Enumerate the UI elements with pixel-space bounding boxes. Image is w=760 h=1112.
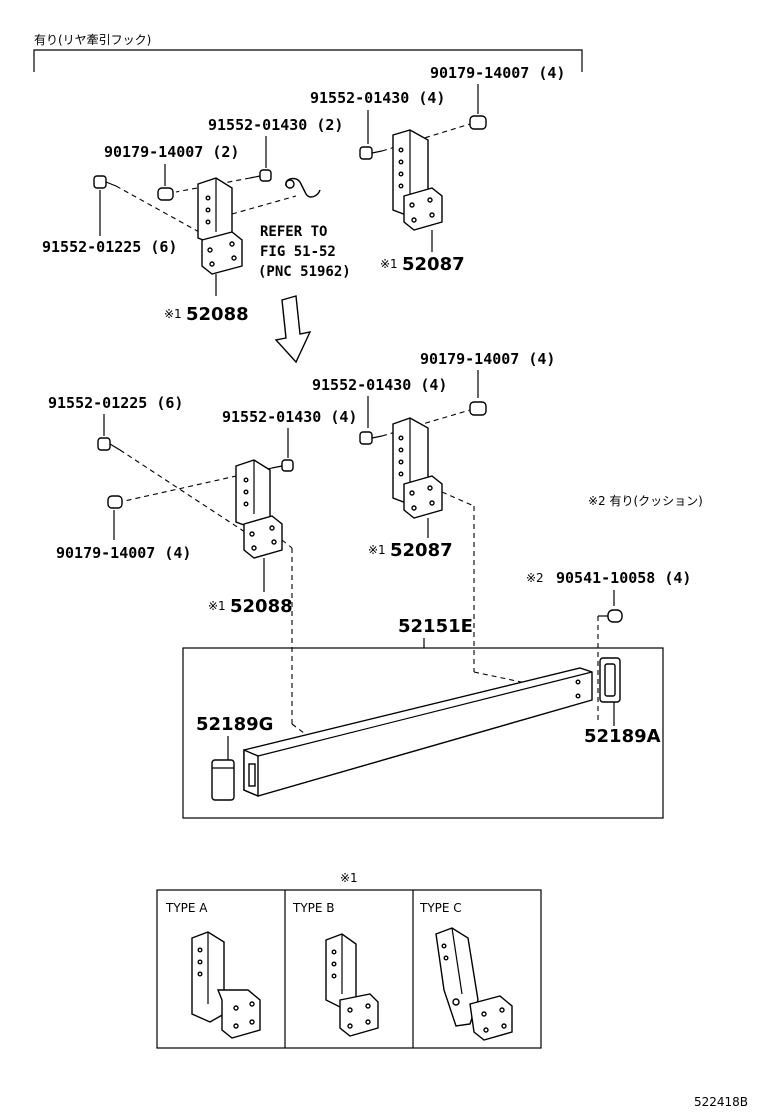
refer-line3: (PNC 51962) [258, 264, 351, 280]
nut-icon [469, 401, 487, 416]
lower-bolt-left-label: 91552-01225 (6) [48, 394, 183, 412]
type-c-bracket [435, 927, 513, 1041]
bolt-icon [97, 437, 121, 451]
bolt-icon [359, 146, 383, 160]
cushion-left-label: 52189G [196, 714, 273, 735]
cushion-note: ※2 有り(クッション) [588, 494, 703, 508]
reinforcement-label: 52151E [398, 616, 473, 637]
bracket-52087-lower [392, 417, 443, 519]
lower-nut-right-label: 90179-14007 (4) [420, 350, 555, 368]
bracket-52087-upper [392, 129, 443, 231]
bolt-icon [359, 431, 383, 445]
header-bracket [33, 49, 583, 72]
upper-nut-right-label: 90179-14007 (4) [430, 64, 565, 82]
bolt-icon [249, 169, 272, 182]
reinforcement-frame [182, 647, 664, 819]
lower-bracket-right-mark: ※1 [368, 543, 386, 557]
types-frame [156, 889, 542, 1049]
screw-mark: ※2 [526, 571, 544, 585]
nut-icon [157, 187, 174, 201]
lower-bracket-left-mark: ※1 [208, 599, 226, 613]
rear-bumper-reinforcement [243, 667, 593, 798]
lower-bolt-mid-label: 91552-01430 (4) [222, 408, 357, 426]
nut-icon [107, 495, 123, 509]
lower-nut-left-label: 90179-14007 (4) [56, 544, 191, 562]
tow-hook-icon [285, 177, 321, 198]
bolt-icon [271, 459, 294, 472]
bolt-icon [93, 175, 117, 189]
cushion-right-icon [599, 657, 621, 703]
type-b-label: TYPE B [292, 901, 335, 915]
upper-bracket-right-num: 52087 [402, 254, 465, 275]
header-note: 有り(リヤ牽引フック) [34, 32, 151, 47]
arrow-down-icon [274, 295, 312, 364]
figure-id: 522418B [694, 1095, 748, 1109]
upper-bracket-left-num: 52088 [186, 304, 249, 325]
cushion-left-icon [211, 759, 235, 801]
types-note: ※1 [340, 871, 358, 885]
type-c-label: TYPE C [419, 901, 462, 915]
screw-label: 90541-10058 (4) [556, 569, 691, 587]
type-b-bracket [325, 933, 379, 1037]
nut-icon [469, 115, 487, 130]
refer-line2: FIG 51-52 [260, 244, 336, 260]
screw-icon [598, 609, 623, 623]
bracket-52088-upper [197, 177, 243, 275]
refer-line1: REFER TO [260, 224, 327, 240]
cushion-right-label: 52189A [584, 726, 661, 747]
upper-bolt-mid-label: 91552-01430 (2) [208, 116, 343, 134]
type-a-label: TYPE A [165, 901, 208, 915]
upper-bracket-right-mark: ※1 [380, 257, 398, 271]
lower-bracket-right-num: 52087 [390, 540, 453, 561]
upper-bolt-right-label: 91552-01430 (4) [310, 89, 445, 107]
type-a-bracket [191, 931, 261, 1039]
lower-bracket-left-num: 52088 [230, 596, 293, 617]
upper-bolt-left-label: 91552-01225 (6) [42, 238, 177, 256]
lower-bolt-right-label: 91552-01430 (4) [312, 376, 447, 394]
upper-bracket-left-mark: ※1 [164, 307, 182, 321]
bracket-52088-lower [235, 459, 283, 559]
upper-nut-left-label: 90179-14007 (2) [104, 143, 239, 161]
